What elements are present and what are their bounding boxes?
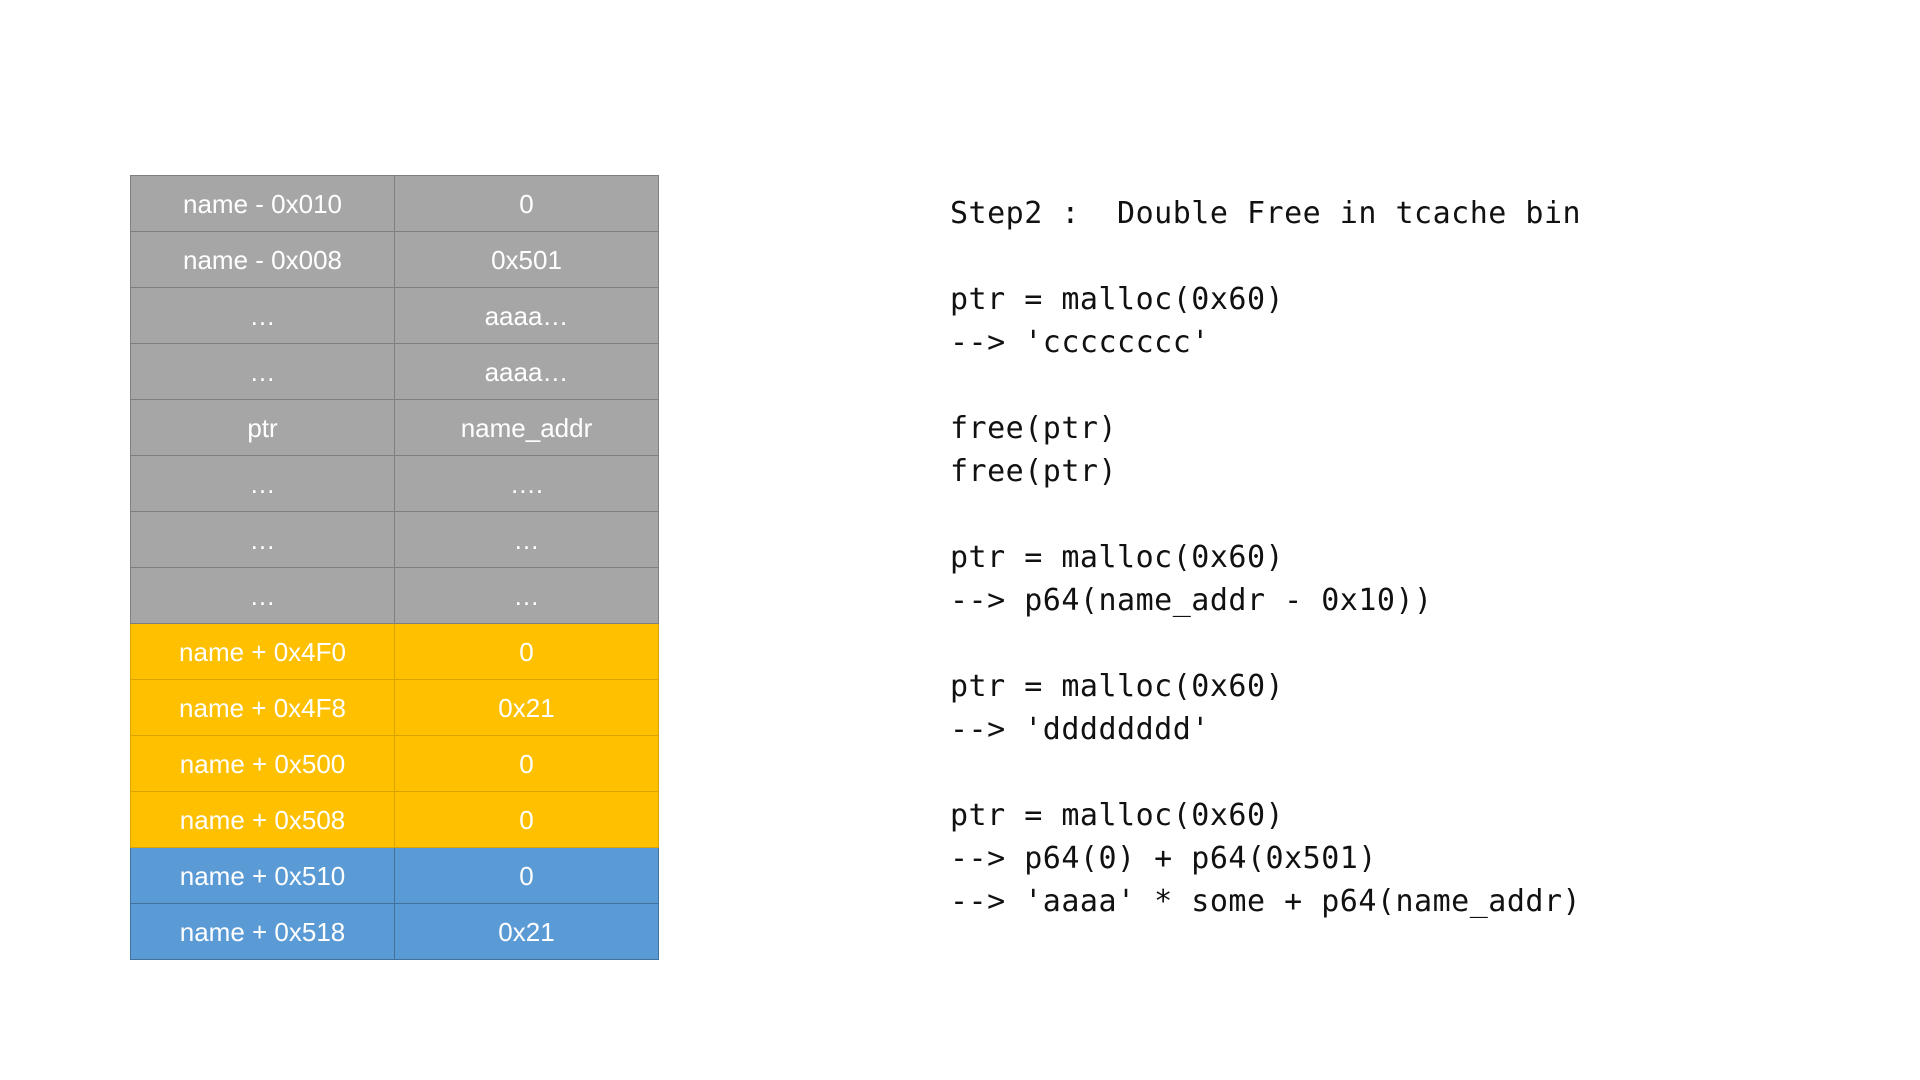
memory-address-cell: … [130, 511, 395, 568]
memory-value-cell: aaaa… [394, 287, 659, 344]
code-line: ptr = malloc(0x60) [950, 669, 1285, 704]
memory-address-cell: name + 0x510 [130, 847, 395, 904]
memory-address-cell: … [130, 287, 395, 344]
code-line [950, 493, 1581, 536]
code-line [950, 751, 1581, 794]
memory-value-cell: aaaa… [394, 343, 659, 400]
code-line [950, 364, 1581, 407]
code-line: --> p64(name_addr - 0x10)) [950, 583, 1433, 618]
memory-value-cell: … [394, 511, 659, 568]
memory-table-row: …… [130, 511, 659, 568]
code-line [950, 622, 1581, 665]
memory-value-cell: 0 [394, 791, 659, 848]
code-line: --> 'cccccccc' [950, 325, 1210, 360]
code-line: free(ptr) [950, 454, 1118, 489]
code-line [950, 235, 1581, 278]
memory-address-cell: name - 0x010 [130, 175, 395, 232]
memory-value-cell: 0x21 [394, 903, 659, 960]
memory-value-cell: name_addr [394, 399, 659, 456]
memory-value-cell: 0 [394, 623, 659, 680]
memory-value-cell: 0 [394, 847, 659, 904]
memory-table-row: …aaaa… [130, 287, 659, 344]
memory-value-cell: 0 [394, 735, 659, 792]
memory-address-cell: name + 0x518 [130, 903, 395, 960]
memory-value-cell: 0 [394, 175, 659, 232]
code-line: ptr = malloc(0x60) [950, 798, 1285, 833]
code-line: free(ptr) [950, 411, 1118, 446]
memory-address-cell: name - 0x008 [130, 231, 395, 288]
memory-table-row: ……. [130, 455, 659, 512]
memory-address-cell: … [130, 343, 395, 400]
memory-value-cell: … [394, 567, 659, 624]
code-line: --> 'dddddddd' [950, 712, 1210, 747]
code-line: --> 'aaaa' * some + p64(name_addr) [950, 884, 1582, 919]
memory-value-cell: …. [394, 455, 659, 512]
memory-table-row: …aaaa… [130, 343, 659, 400]
code-line: ptr = malloc(0x60) [950, 540, 1285, 575]
exploit-code-block: Step2 : Double Free in tcache bin ptr = m… [950, 192, 1581, 923]
memory-address-cell: ptr [130, 399, 395, 456]
code-line: --> p64(0) + p64(0x501) [950, 841, 1377, 876]
memory-address-cell: name + 0x508 [130, 791, 395, 848]
memory-address-cell: name + 0x500 [130, 735, 395, 792]
memory-value-cell: 0x501 [394, 231, 659, 288]
memory-value-cell: 0x21 [394, 679, 659, 736]
code-line: ptr = malloc(0x60) [950, 282, 1285, 317]
memory-address-cell: name + 0x4F8 [130, 679, 395, 736]
memory-address-cell: … [130, 567, 395, 624]
memory-address-cell: … [130, 455, 395, 512]
code-title-line: Step2 : Double Free in tcache bin [950, 196, 1582, 231]
memory-address-cell: name + 0x4F0 [130, 623, 395, 680]
memory-table-row: …… [130, 567, 659, 624]
